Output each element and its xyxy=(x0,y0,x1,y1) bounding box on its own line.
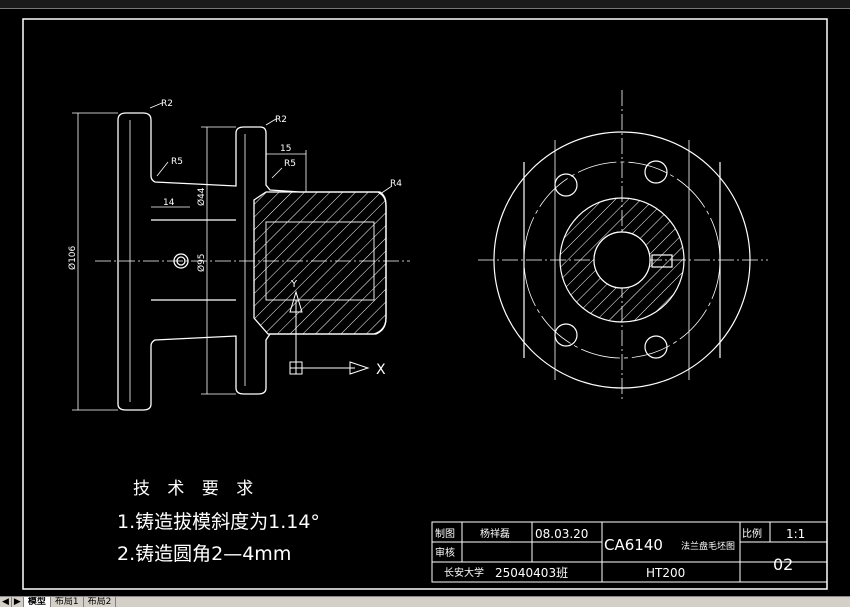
title-code: CA6140 xyxy=(604,536,663,554)
dim-r5-right: R5 xyxy=(284,159,296,169)
tab-next-button[interactable]: ▶ xyxy=(12,597,24,607)
dim-15: 15 xyxy=(280,144,291,154)
drawn-name: 杨祥磊 xyxy=(480,527,510,540)
dim-d95: Ø95 xyxy=(196,253,207,272)
dim-d106: Ø106 xyxy=(67,245,78,270)
dim-r2-left: R2 xyxy=(161,99,173,109)
drawing-date: 08.03.20 xyxy=(535,527,588,541)
drawn-label: 制图 xyxy=(435,527,455,540)
center-bore xyxy=(593,231,651,289)
axis-y-label: Y xyxy=(290,279,298,290)
dim-r4: R4 xyxy=(390,179,402,189)
scale-value: 1:1 xyxy=(786,527,805,541)
requirement-item-2: 2.铸造圆角2—4mm xyxy=(117,543,291,565)
ucs-icon xyxy=(289,290,370,375)
tab-layout2[interactable]: 布局2 xyxy=(84,597,117,607)
requirements-heading: 技 术 要 求 xyxy=(133,479,259,499)
hub-bore xyxy=(265,221,375,301)
material: HT200 xyxy=(646,566,685,580)
dim-r2-right: R2 xyxy=(275,115,287,125)
check-label: 审核 xyxy=(435,546,455,559)
axis-x-label: X xyxy=(376,362,386,378)
class-number: 25040403班 xyxy=(495,566,568,580)
tab-model[interactable]: 模型 xyxy=(23,597,51,607)
cad-drawing-canvas[interactable]: R2 R5 R2 R5 15 14 Ø44 Ø106 Ø95 R4 X Y xyxy=(0,8,850,596)
title-text: 法兰盘毛坯图 xyxy=(681,540,735,552)
title-block xyxy=(431,521,828,583)
window-title-bar xyxy=(0,0,850,9)
tab-prev-button[interactable]: ◀ xyxy=(0,597,12,607)
dim-d44: Ø44 xyxy=(196,187,207,206)
scale-label: 比例 xyxy=(742,527,762,540)
dim-r5-left: R5 xyxy=(171,157,183,167)
tab-layout1[interactable]: 布局1 xyxy=(51,597,84,607)
dim-14: 14 xyxy=(163,198,175,208)
dimension-labels: R2 R5 R2 R5 15 14 Ø44 Ø106 Ø95 R4 xyxy=(67,99,402,272)
requirement-item-1: 1.铸造拔模斜度为1.14° xyxy=(117,511,320,533)
hatched-section xyxy=(253,191,387,335)
drawing-number: 02 xyxy=(773,555,793,574)
drawing-border xyxy=(22,18,828,590)
dimension-lines xyxy=(72,102,393,411)
school-name: 长安大学 xyxy=(444,566,484,579)
